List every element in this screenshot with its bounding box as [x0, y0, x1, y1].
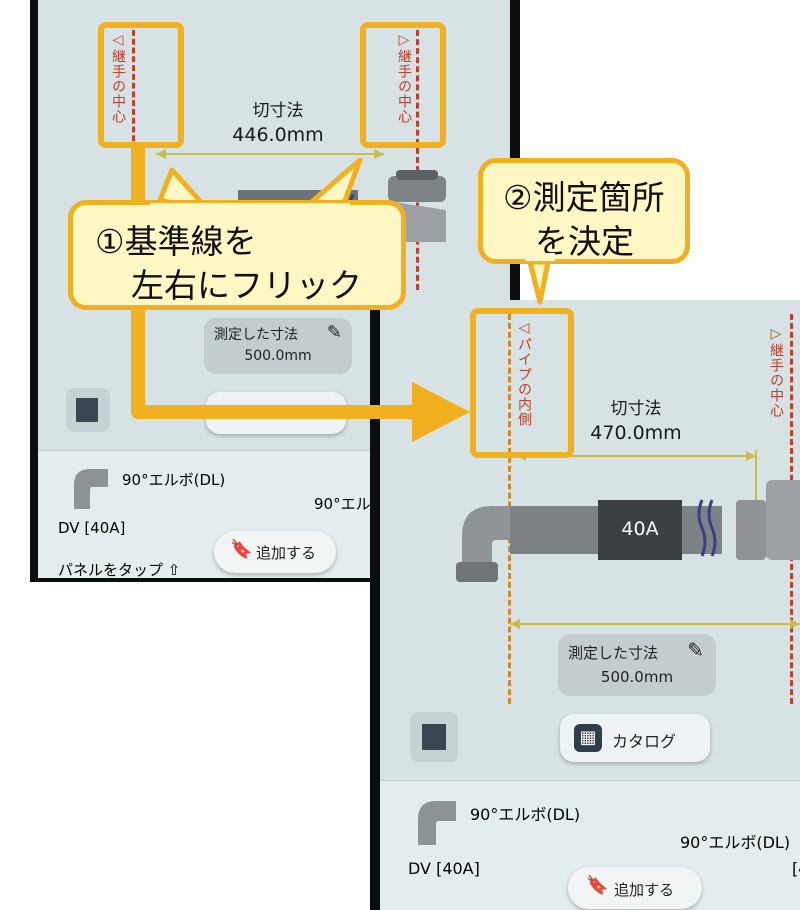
pipe-size-label: 40A: [621, 518, 659, 540]
joint-center-marker: ▷継手の中心: [768, 326, 784, 418]
callout1-seam: [150, 203, 350, 213]
cut-length-value-2: 470.0mm: [590, 422, 682, 444]
fitting-size-2: DV [40A]: [408, 859, 480, 878]
measured-value: 500.0mm: [244, 348, 312, 364]
add-button[interactable]: 🔖 追加する: [214, 531, 336, 573]
step1-line1: ①基準線を: [95, 222, 257, 261]
view-toggle-button-2[interactable]: [410, 712, 458, 762]
measured-dimension-button[interactable]: 測定した寸法 ✎ 500.0mm: [204, 318, 352, 374]
cut-length-label: 切寸法: [252, 101, 304, 121]
view-toggle-button[interactable]: [66, 388, 110, 432]
fitting-size-right-2: [4: [792, 859, 800, 878]
catalog-icon: ▦: [574, 724, 602, 752]
measured-label: 測定した寸法: [214, 327, 298, 343]
bookmark-add-icon: 🔖: [230, 539, 253, 560]
fitting-size: DV [40A]: [58, 519, 126, 537]
step1-callout: ①基準線を 左右にフリック: [68, 200, 406, 310]
step1-line2: 左右にフリック: [131, 266, 362, 305]
add-label-2: 追加する: [614, 881, 675, 899]
right-screen: ◁パイプの内側 ▷継手の中心 切寸法 470.0mm 40A 測定した寸法 ✎ …: [380, 300, 800, 910]
fitting-name-right-2: 90°エルボ(DL): [680, 833, 791, 852]
panel-hint: パネルをタップ ⇧: [58, 561, 181, 578]
fitting-name-2: 90°エルボ(DL): [470, 805, 581, 824]
pipe-inner-marker: ◁パイプの内側: [516, 320, 532, 427]
bookmark-add-icon-2: 🔖: [586, 875, 609, 896]
step2-line1: ②測定箇所: [503, 178, 665, 217]
measured-value-2: 500.0mm: [600, 668, 674, 686]
cut-length-label-2: 切寸法: [610, 399, 662, 419]
left-guide-line[interactable]: [132, 30, 135, 150]
callout2-seam: [525, 253, 555, 261]
panel-icon-2: [422, 724, 446, 750]
highlight-right-marker: [360, 22, 446, 148]
fitting-name-right: 90°エル: [314, 495, 371, 513]
elbow-fitting-image: [388, 170, 448, 250]
pencil-icon-2: ✎: [687, 638, 704, 662]
right-joint-center-marker: ▷継手の中心: [396, 32, 412, 124]
step2-callout: ②測定箇所 を決定: [478, 158, 690, 264]
measured-label-2: 測定した寸法: [568, 644, 659, 662]
highlight-pipe-inner-marker: [470, 308, 574, 458]
fitting-name: 90°エルボ(DL): [122, 471, 226, 489]
catalog-label: カタログ: [612, 732, 677, 751]
pencil-icon: ✎: [326, 322, 342, 343]
catalog-button[interactable]: ▦ カタログ: [560, 714, 710, 762]
cut-length-value: 446.0mm: [232, 124, 324, 146]
elbow-thumb-icon: [70, 465, 110, 509]
measured-dimension-button-2[interactable]: 測定した寸法 ✎ 500.0mm: [558, 634, 716, 696]
elbow-thumb-icon-2: [414, 797, 458, 845]
left-joint-center-marker: ◁継手の中心: [110, 32, 126, 124]
panel-icon: [76, 398, 98, 422]
right-guide-line[interactable]: [416, 30, 419, 290]
add-label: 追加する: [256, 544, 317, 562]
